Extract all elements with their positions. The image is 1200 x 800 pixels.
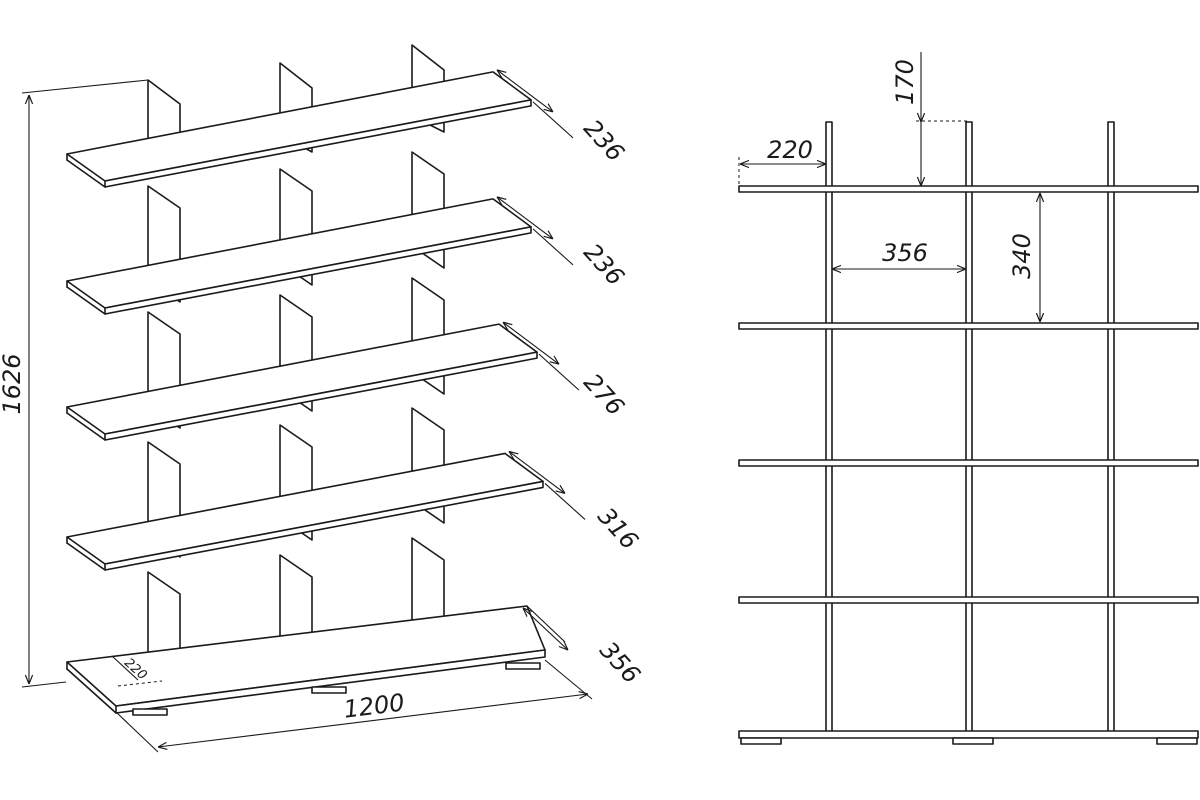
height-dimension-label: 1626 <box>0 353 26 414</box>
iso-depth-dimension-line <box>523 608 568 650</box>
iso-foot <box>132 708 168 716</box>
front-foot <box>952 737 994 745</box>
front-shelf <box>738 596 1199 604</box>
post-extension-dimension: 170 <box>891 52 970 186</box>
iso-depth-extension <box>538 353 580 391</box>
iso-shelf-edge <box>66 159 106 188</box>
iso-depth-extension <box>532 101 574 139</box>
front-post <box>965 121 973 733</box>
iso-shelf-edge <box>66 542 106 571</box>
iso-shelf-edge <box>66 412 106 441</box>
post-extension-label: 170 <box>891 59 919 105</box>
front-foot <box>1156 737 1198 745</box>
front-view <box>738 121 1199 745</box>
iso-depth-dimension-line <box>503 322 559 364</box>
shelf-depth-label: 236 <box>578 238 629 291</box>
iso-foot <box>505 662 541 670</box>
iso-base-edge <box>66 668 117 714</box>
shelf-depth-label: 276 <box>578 368 629 421</box>
shelf-depth-dimensions: 236 236 276 316 356 <box>578 114 645 689</box>
front-shelf <box>738 322 1199 330</box>
front-post <box>825 121 833 733</box>
bay-width-label: 356 <box>882 239 928 267</box>
shelf-spacing-dimension: 340 <box>1008 193 1040 322</box>
isometric-view <box>66 44 586 716</box>
front-post <box>1107 121 1115 733</box>
front-shelf <box>738 185 1199 193</box>
front-base <box>738 730 1199 739</box>
iso-depth-dimension-line <box>497 197 553 239</box>
iso-depth-extension <box>532 228 574 266</box>
bay-width-dimension: 356 <box>832 239 966 269</box>
width-dimension: 1200 <box>115 659 593 753</box>
shelf-depth-label: 356 <box>594 636 645 689</box>
front-foot <box>740 737 782 745</box>
shelf-depth-label: 236 <box>578 114 629 167</box>
height-dimension: 1626 <box>0 79 149 688</box>
width-dimension-label: 1200 <box>342 688 406 723</box>
iso-shelf-edge <box>66 286 106 315</box>
shelf-spacing-label: 340 <box>1008 233 1036 279</box>
overhang-label: 220 <box>767 136 813 164</box>
iso-depth-dimension-line <box>497 70 553 112</box>
iso-foot <box>311 686 347 694</box>
iso-depth-extension <box>544 483 586 520</box>
shelf-depth-label: 316 <box>592 502 643 555</box>
front-shelf <box>738 459 1199 467</box>
overhang-dimension: 220 <box>738 136 826 185</box>
iso-depth-dimension-line <box>509 451 565 493</box>
